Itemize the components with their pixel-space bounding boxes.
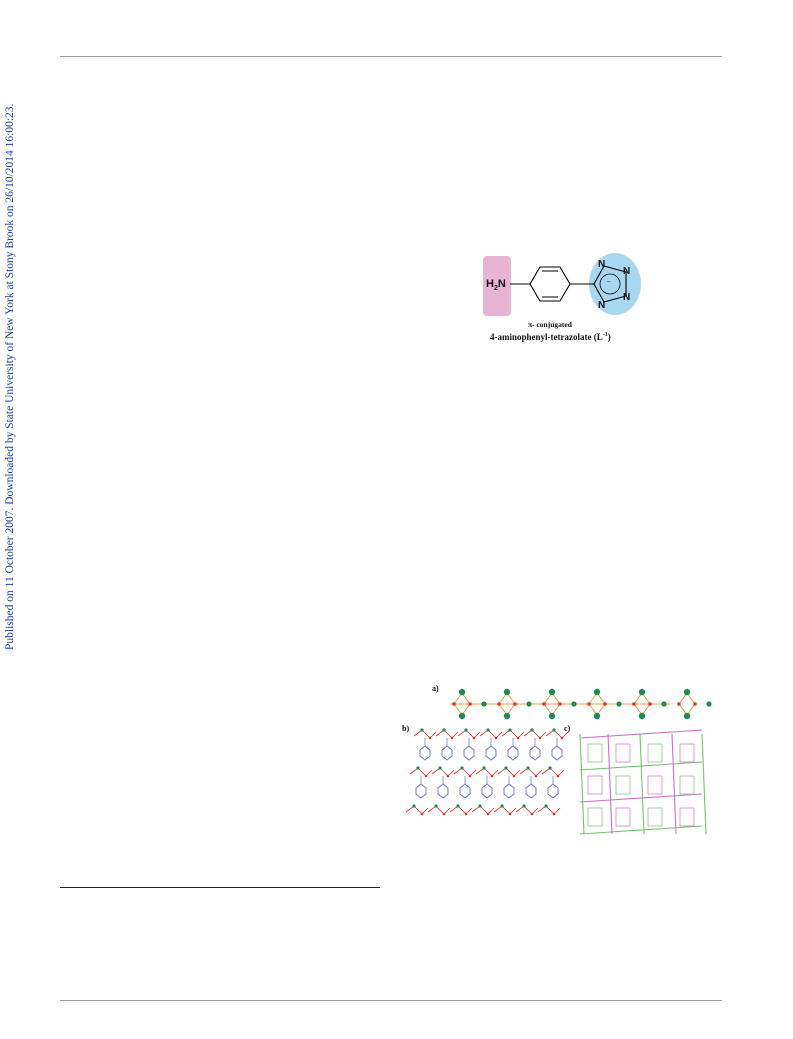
- tetrazole-n3: N: [623, 292, 631, 303]
- amine-label: H2N: [486, 278, 506, 293]
- ligand-structure-drawing: [483, 253, 641, 316]
- header-rule: [60, 56, 722, 57]
- footer-rule: [60, 1000, 722, 1001]
- packing-panel-b: [405, 728, 569, 816]
- structure-drawing: [405, 688, 712, 835]
- pi-conjugated-label: π- conjugated: [528, 320, 572, 329]
- tetrazole-n4: N: [598, 300, 606, 311]
- panel-a-label: a): [432, 684, 439, 693]
- crystal-structure-figure: a) b) c): [402, 678, 727, 848]
- charge-symbol: –: [607, 277, 611, 285]
- tetrazolate-highlight-oval: [589, 253, 641, 315]
- footnote-rule: [60, 887, 380, 888]
- panel-c-label: c): [564, 724, 571, 733]
- tetrazole-ring: [593, 265, 627, 303]
- amine-highlight-box: [483, 256, 511, 316]
- tetrazole-n2: N: [623, 266, 631, 277]
- benzene-ring: [529, 266, 571, 302]
- ligand-name-caption: 4-aminophenyl-tetrazolate (L-1): [490, 332, 611, 342]
- ligand-scheme: H2N N N N N – π- conjugated 4-aminopheny…: [478, 250, 648, 350]
- panel-b-label: b): [402, 724, 410, 733]
- network-panel-c: [579, 729, 707, 835]
- chain-panel-a: [450, 688, 712, 720]
- download-notice[interactable]: Published on 11 October 2007. Downloaded…: [4, 103, 16, 650]
- tetrazole-n1: N: [598, 259, 606, 270]
